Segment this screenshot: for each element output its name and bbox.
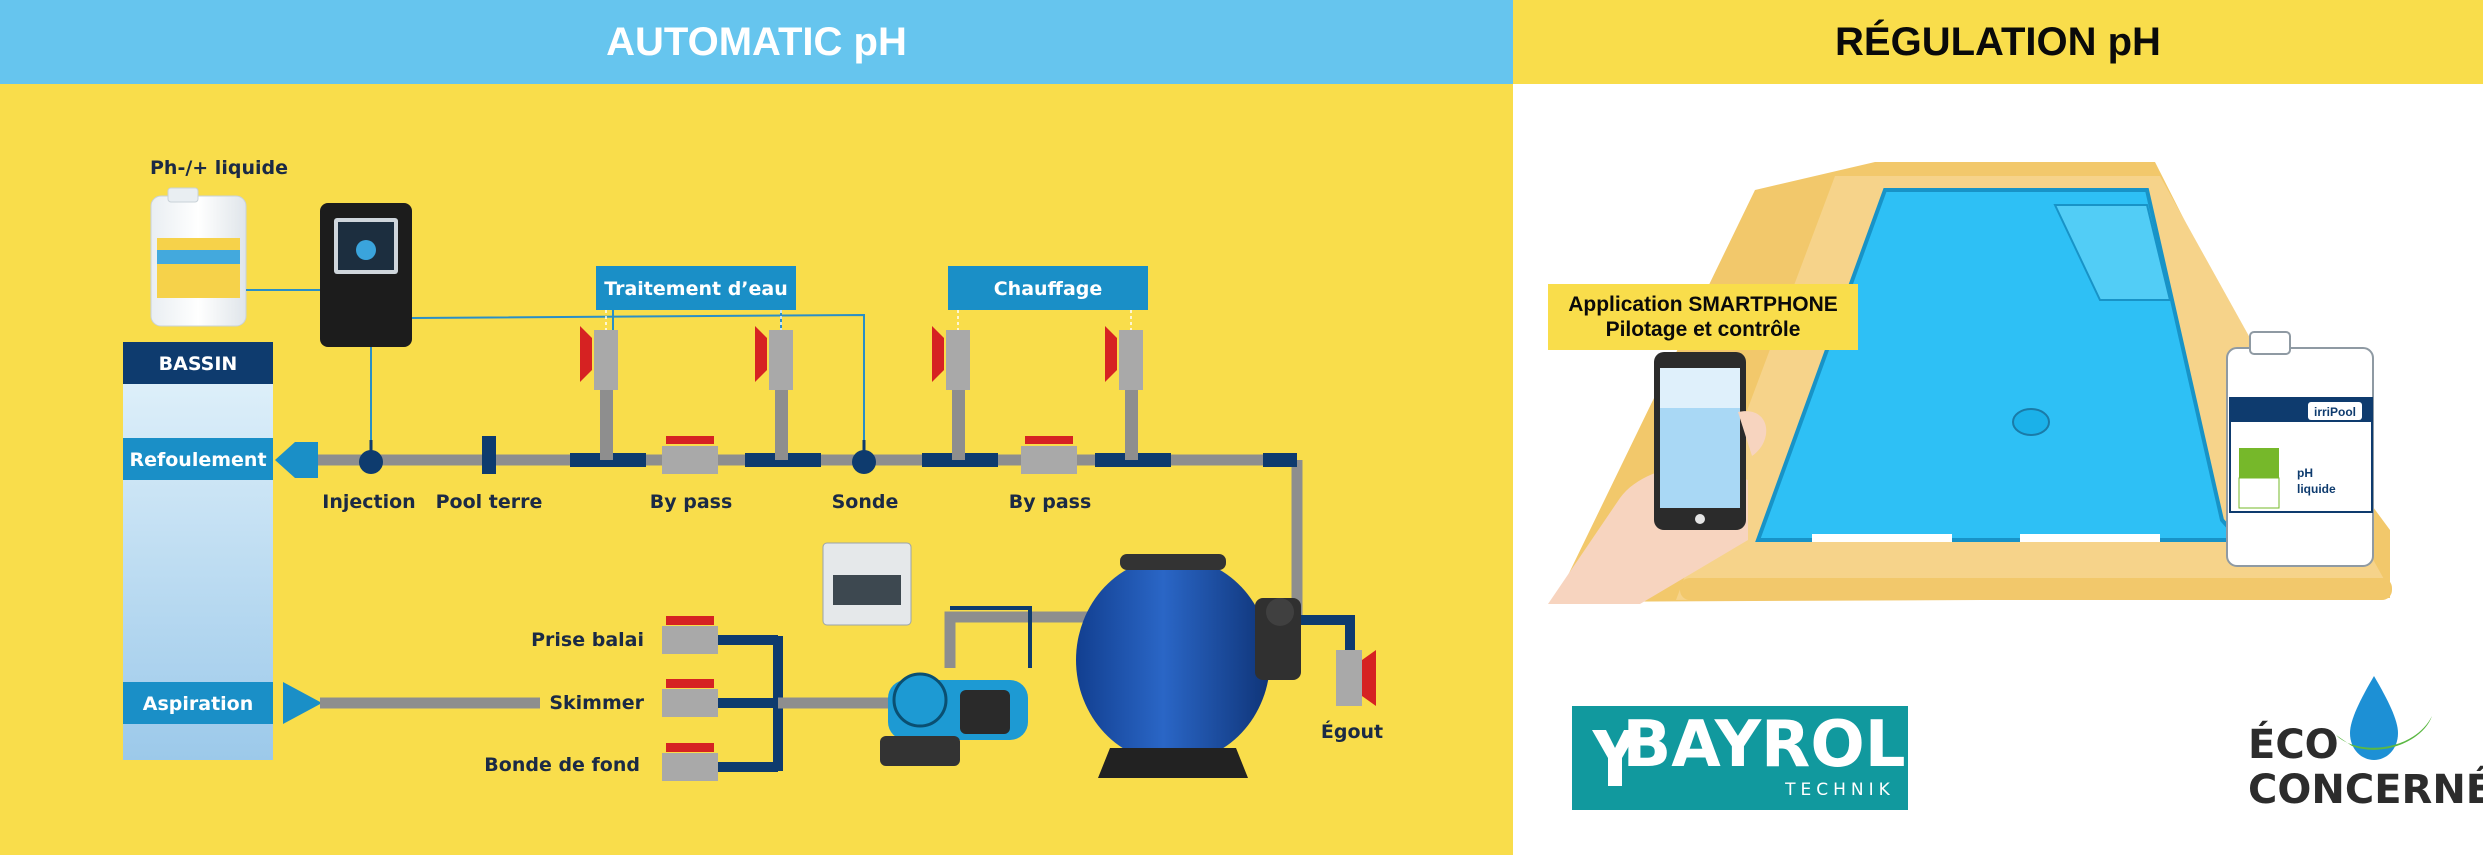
app-box-line-1: Application SMARTPHONE bbox=[1568, 293, 1838, 316]
box-heating-label: Chauffage bbox=[994, 278, 1103, 300]
bassin-header bbox=[123, 342, 273, 384]
eco-drop-icon bbox=[2336, 676, 2432, 760]
egout-label: Égout bbox=[1321, 720, 1383, 743]
box-water-treatment-label: Traitement d’eau bbox=[604, 278, 788, 300]
app-box-line-2: Pilotage et contrôle bbox=[1605, 318, 1801, 341]
box-heating bbox=[948, 266, 1148, 310]
can-label-ph: pH bbox=[2297, 466, 2313, 480]
suction-label-bonde-de-fond: Bonde de fond bbox=[484, 754, 640, 776]
pipe-label-pool-terre: Pool terre bbox=[436, 491, 543, 513]
app-box: Application SMARTPHONE Pilotage et contr… bbox=[1548, 284, 1858, 350]
bayrol-sub: TECHNIK bbox=[1784, 780, 1895, 800]
pipe-label-sonde: Sonde bbox=[832, 491, 899, 513]
aspiration-box bbox=[123, 682, 273, 724]
bayrol-logo bbox=[1572, 706, 1908, 810]
pump bbox=[880, 672, 1028, 766]
egout-valve bbox=[1336, 650, 1376, 706]
left-header: AUTOMATIC pH bbox=[0, 0, 1513, 84]
product-label: Ph-/+ liquide bbox=[150, 157, 288, 179]
sand-filter bbox=[1076, 554, 1270, 778]
refoulement-arrow bbox=[275, 442, 318, 478]
suction-valves bbox=[662, 616, 718, 781]
multiport-valve bbox=[1255, 598, 1301, 680]
box-connectors bbox=[605, 310, 1132, 330]
signal-lines bbox=[246, 289, 865, 440]
refoulement-box bbox=[123, 438, 273, 480]
riser-valves bbox=[580, 326, 1143, 390]
aspiration-label: Aspiration bbox=[143, 693, 254, 715]
ph-liquid-canister bbox=[150, 187, 247, 327]
pipe-label-bypass-2: By pass bbox=[1009, 491, 1092, 513]
ph-controller-unit bbox=[320, 203, 412, 347]
pipe-label-injection: Injection bbox=[322, 491, 415, 513]
suction-label-skimmer: Skimmer bbox=[549, 692, 644, 714]
suction-label-prise-balai: Prise balai bbox=[531, 629, 644, 651]
bassin-label: BASSIN bbox=[159, 353, 238, 375]
eco-line-1: ÉCO bbox=[2248, 720, 2339, 768]
pool-illustration bbox=[1555, 162, 2392, 602]
can-label-liquide: liquide bbox=[2297, 482, 2336, 496]
bypass-valves bbox=[662, 436, 1077, 474]
pipe-label-bypass-1: By pass bbox=[650, 491, 733, 513]
box-water-treatment bbox=[596, 266, 796, 310]
right-header: RÉGULATION pH bbox=[1513, 0, 2483, 84]
eco-line-2: CONCERNÉ bbox=[2248, 765, 2483, 813]
refoulement-label: Refoulement bbox=[129, 449, 266, 471]
electrical-box bbox=[822, 542, 912, 626]
can-brand: irriPool bbox=[2314, 405, 2356, 419]
aspiration-arrow bbox=[283, 682, 322, 724]
irripool-canister bbox=[2226, 331, 2374, 567]
smartphone-hand bbox=[1548, 352, 1767, 604]
bayrol-main: BAYROL bbox=[1623, 708, 1906, 782]
